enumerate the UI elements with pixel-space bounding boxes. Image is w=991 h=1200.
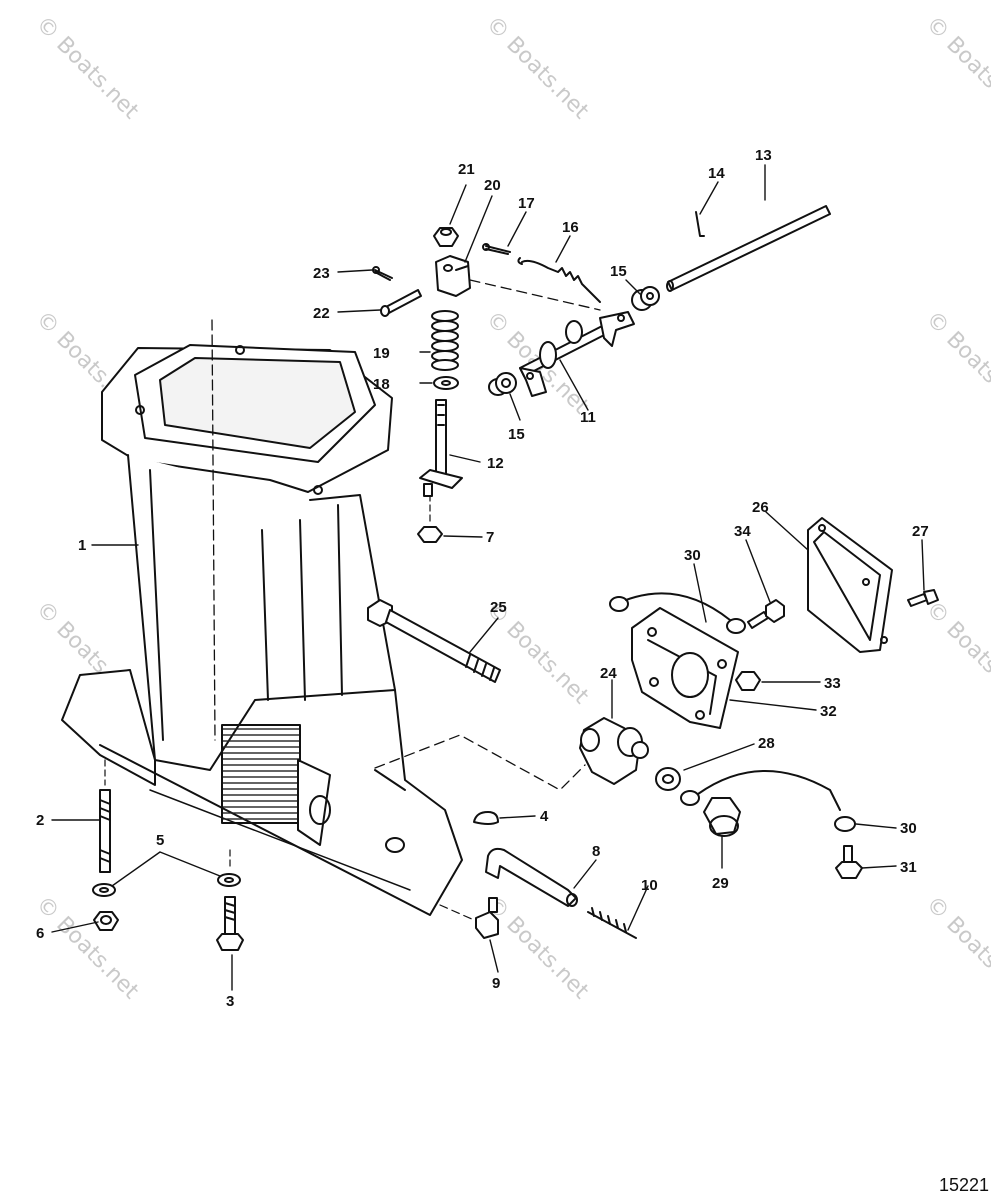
callout-22: 22 [313, 305, 330, 322]
shift-rod-assembly [519, 311, 635, 397]
ground-strap [609, 592, 746, 634]
callout-25: 25 [490, 599, 507, 616]
tension-spring [517, 257, 601, 303]
leader-dashed [439, 904, 475, 921]
washer-18 [433, 376, 459, 390]
cover-plate [807, 517, 893, 653]
callout-26: 26 [752, 499, 769, 516]
nut-21 [433, 227, 459, 247]
callout-34: 34 [734, 523, 751, 540]
water-screen [587, 907, 637, 939]
callout-20: 20 [484, 177, 501, 194]
watermark-text: © Boats.net [31, 12, 144, 125]
callout-31: 31 [900, 859, 917, 876]
callout-13: 13 [755, 147, 772, 164]
callout-15: 15 [508, 426, 525, 443]
retaining-clip [695, 211, 705, 237]
mount-cover [631, 607, 739, 729]
callout-29: 29 [712, 875, 729, 892]
watermark-text: © Boats.net [481, 12, 594, 125]
water-tube [485, 847, 578, 907]
bushing [488, 372, 517, 396]
shift-rod [666, 205, 831, 292]
callout-17: 17 [518, 195, 535, 212]
spring [431, 310, 459, 371]
callout-1: 1 [78, 537, 86, 554]
cotter-pin [372, 266, 393, 281]
callout-28: 28 [758, 735, 775, 752]
leader-dashed [469, 279, 601, 311]
washer-28 [655, 767, 681, 791]
callout-23: 23 [313, 265, 330, 282]
stud [99, 759, 111, 873]
callout-9: 9 [492, 975, 500, 992]
reference-number: 15221 [938, 1175, 989, 1195]
callout-2: 2 [36, 812, 44, 829]
callout-16: 16 [562, 219, 579, 236]
callout-24: 24 [600, 665, 617, 682]
screw-27 [907, 589, 939, 607]
callout-18: 18 [373, 376, 390, 393]
ground-strap [680, 769, 856, 832]
screw-31 [835, 845, 863, 879]
callout-7: 7 [486, 529, 494, 546]
pin [380, 289, 422, 317]
callout-21: 21 [458, 161, 475, 178]
callout-8: 8 [592, 843, 600, 860]
callout-5: 5 [156, 832, 164, 849]
callout-6: 6 [36, 925, 44, 942]
callout-15: 15 [610, 263, 627, 280]
callout-14: 14 [708, 165, 725, 182]
watermark-text: © Boats.net [921, 307, 991, 420]
watermark-text: © Boats.net [921, 892, 991, 1005]
shift-shaft [419, 399, 463, 497]
cap-nut [703, 797, 741, 837]
washers [92, 873, 241, 897]
leader-lines [51, 164, 925, 991]
watermark-text: © Boats.net [921, 597, 991, 710]
leader-dashed [374, 734, 586, 791]
cotter-pin-17 [482, 243, 511, 255]
nut-33 [735, 671, 761, 691]
elbow-fitting [475, 897, 499, 939]
callout-27: 27 [912, 523, 929, 540]
callout-32: 32 [820, 703, 837, 720]
locknut [417, 526, 443, 543]
rubber-mount [579, 717, 649, 785]
callout-3: 3 [226, 993, 234, 1010]
plug [473, 811, 499, 825]
callout-33: 33 [824, 675, 841, 692]
callout-12: 12 [487, 455, 504, 472]
callouts: 1 2 3 4 5 6 7 8 9 10 11 12 13 14 15 15 1… [36, 147, 929, 1010]
callout-30: 30 [684, 547, 701, 564]
shift-lever [435, 255, 471, 297]
screw-34 [747, 599, 785, 629]
bushing [631, 286, 660, 311]
watermark-text: © Boats.net [921, 12, 991, 125]
callout-4: 4 [540, 808, 549, 825]
callout-30: 30 [900, 820, 917, 837]
driveshaft-housing [61, 319, 463, 916]
nut [93, 911, 119, 931]
callout-10: 10 [641, 877, 658, 894]
callout-11: 11 [580, 409, 596, 426]
callout-19: 19 [373, 345, 390, 362]
bolt [216, 849, 244, 951]
watermark-text: © Boats.net [31, 892, 144, 1005]
long-bolt [367, 599, 501, 683]
